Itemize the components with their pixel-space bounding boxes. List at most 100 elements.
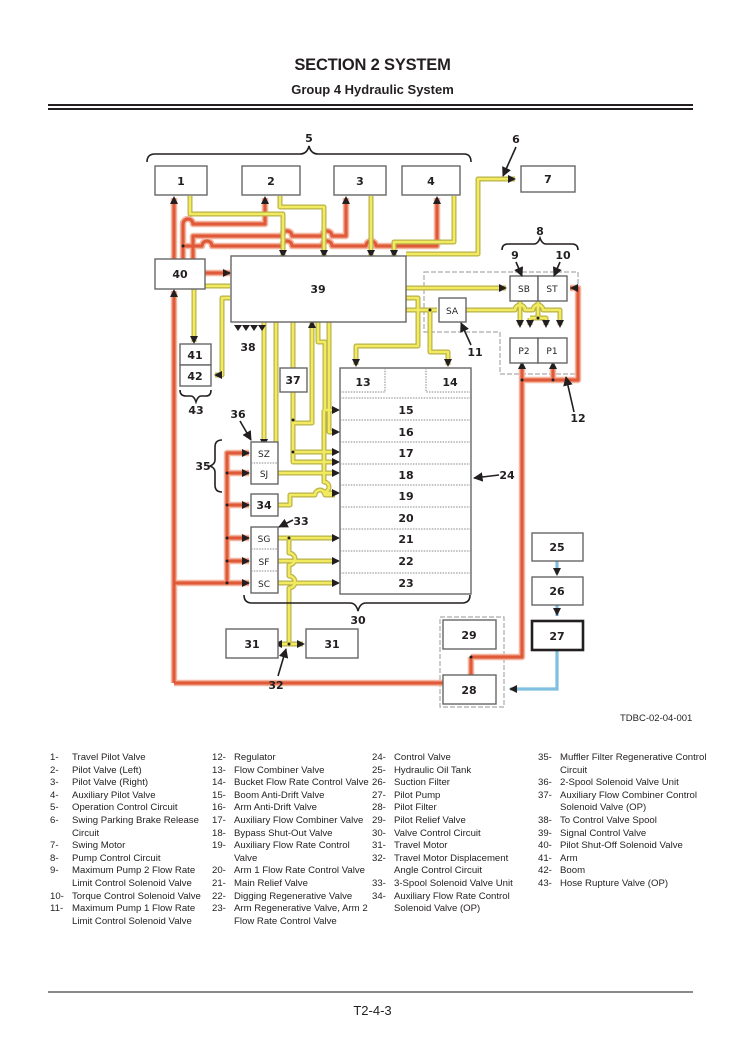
box-label: ST — [546, 285, 558, 295]
legend-item: 31-Travel Motor — [372, 840, 528, 853]
callout-leaders — [239, 146, 575, 677]
box-label: 18 — [398, 469, 413, 482]
box-label: 20 — [398, 512, 414, 525]
legend-item-text: Maximum Pump 1 Flow Rate Limit Control S… — [72, 903, 196, 927]
swing-motor-box — [520, 165, 576, 193]
box-label: SA — [446, 307, 459, 317]
legend-item-text: Travel Pilot Valve — [72, 752, 146, 763]
box-label: SF — [259, 558, 270, 568]
pilot-valve-left-box — [241, 165, 301, 196]
box-label: 15 — [398, 404, 413, 417]
pilot-pump-box — [530, 619, 585, 652]
figure-code: TDBC-02-04-001 — [620, 713, 693, 724]
legend-item: 5-Operation Control Circuit — [50, 802, 210, 815]
box-label: 17 — [398, 447, 413, 460]
suction-filter-box — [531, 576, 584, 606]
legend-item-text: Pilot Pump — [394, 789, 441, 801]
legend-item-text: Arm — [560, 852, 578, 864]
box-label: 40 — [172, 268, 188, 281]
callout-label: 8 — [536, 225, 544, 238]
legend-item-number: 33- — [372, 877, 386, 889]
box-label: SB — [518, 285, 530, 295]
legend-item-text: Control Valve — [394, 752, 451, 763]
legend-item-number: 25- — [372, 764, 386, 776]
legend-item-text: Auxiliary Flow Rate Control Valve — [234, 840, 350, 864]
legend-item-text: Torque Control Solenoid Valve — [72, 890, 201, 902]
legend-item-text: 2-Spool Solenoid Valve Unit — [560, 777, 679, 789]
box-label: 28 — [461, 684, 476, 697]
legend-item-number: 16- — [212, 802, 226, 814]
legend-item-text: Hydraulic Oil Tank — [394, 764, 472, 776]
legend-item-number: 37- — [538, 789, 552, 801]
legend-item: 14-Bucket Flow Rate Control Valve — [212, 777, 370, 790]
box-label: 25 — [549, 541, 564, 554]
legend-item-number: 17- — [212, 814, 226, 826]
box-label: 14 — [442, 376, 458, 389]
legend-item-number: 8- — [50, 852, 59, 864]
legend-item: 21- Main Relief Valve — [212, 878, 370, 891]
legend-item-number: 38- — [538, 814, 552, 826]
legend-item-text: Auxiliary Flow Combiner Valve — [234, 814, 364, 826]
legend-item-text: Auxiliary Flow Rate Control Solenoid Val… — [394, 890, 510, 915]
legend-item: 30-Valve Control Circuit — [372, 828, 528, 841]
legend-item: 4-Auxiliary Pilot Valve — [50, 790, 210, 803]
legend-item: 20-Arm 1 Flow Rate Control Valve — [212, 865, 370, 878]
legend-item-number: 35- — [538, 752, 552, 763]
hydraulic-system-diagram: 1 2 3 4 7 40 39 41 42 37 34 13 14 15 16 … — [146, 132, 586, 708]
box-label: 7 — [544, 173, 552, 186]
pilot-filter-enclosure — [439, 616, 505, 708]
control-valve-box — [339, 367, 472, 595]
legend-item-number: 36- — [538, 777, 552, 789]
travel-pilot-valve-box — [154, 165, 208, 196]
legend-item-text: Suction Filter — [394, 777, 450, 789]
legend-item-text: Bucket Flow Rate Control Valve — [234, 777, 369, 789]
legend-item-number: 5- — [50, 802, 59, 814]
legend-item-text: Arm Anti-Drift Valve — [234, 802, 317, 814]
legend-item-text: Main Relief Valve — [234, 877, 308, 889]
three-spool-solenoid-unit-box — [250, 526, 279, 594]
legend-item: 1-Travel Pilot Valve — [50, 752, 210, 765]
legend-item-text: Boom Anti-Drift Valve — [234, 789, 325, 801]
legend-item-number: 31- — [372, 840, 386, 852]
box-label: 1 — [177, 175, 185, 188]
pump-control-enclosure — [423, 271, 579, 375]
box-label: 29 — [461, 629, 476, 642]
aux-flow-rate-solenoid-box — [250, 493, 279, 517]
legend-item: 22-Digging Regenerative Valve — [212, 891, 370, 904]
signal-control-valve-box — [230, 255, 407, 323]
legend-item-text: Pilot Filter — [394, 802, 437, 814]
callout-label: 32 — [268, 679, 283, 692]
callout-label: 6 — [512, 133, 520, 146]
travel-motor-right-box — [305, 628, 359, 659]
legend-item-number: 34- — [372, 890, 386, 902]
legend-item-text: Arm 1 Flow Rate Control Valve — [234, 865, 365, 877]
legend-item: 7-Swing Motor — [50, 840, 210, 853]
legend-item-number: 11- — [50, 903, 64, 915]
legend-item-number: 10- — [50, 890, 64, 902]
legend-item-number: 3- — [50, 777, 59, 789]
box-label: 26 — [549, 585, 565, 598]
legend-item-number: 41- — [538, 852, 552, 864]
callout-label: 5 — [305, 132, 313, 145]
legend-item: 15- Boom Anti-Drift Valve — [212, 790, 370, 803]
legend-item-number: 6- — [50, 814, 59, 826]
legend-item-number: 15- — [212, 789, 226, 801]
legend-item-number: 4- — [50, 789, 59, 801]
page-number: T2-4-3 — [353, 1003, 392, 1018]
legend-item-text: Pilot Valve (Right) — [72, 777, 149, 789]
legend-item-number: 26- — [372, 777, 386, 789]
legend-item: 12-Regulator — [212, 752, 370, 765]
legend-item-text: Bypass Shut-Out Valve — [234, 827, 333, 839]
legend-item-text: Pilot Shut-Off Solenoid Valve — [560, 840, 683, 852]
legend-item-text: Pilot Relief Valve — [394, 814, 466, 826]
section-title: SECTION 2 SYSTEM — [294, 56, 451, 74]
box-label: 22 — [398, 555, 413, 568]
legend-item-number: 12- — [212, 752, 226, 763]
callout-label: 9 — [511, 249, 519, 262]
legend-item-number: 21- — [212, 877, 226, 889]
legend-item: 10- Torque Control Solenoid Valve — [50, 891, 210, 904]
legend-item-number: 40- — [538, 840, 552, 852]
callout-label: 11 — [467, 346, 482, 359]
legend-item: 39-Signal Control Valve — [538, 828, 708, 841]
